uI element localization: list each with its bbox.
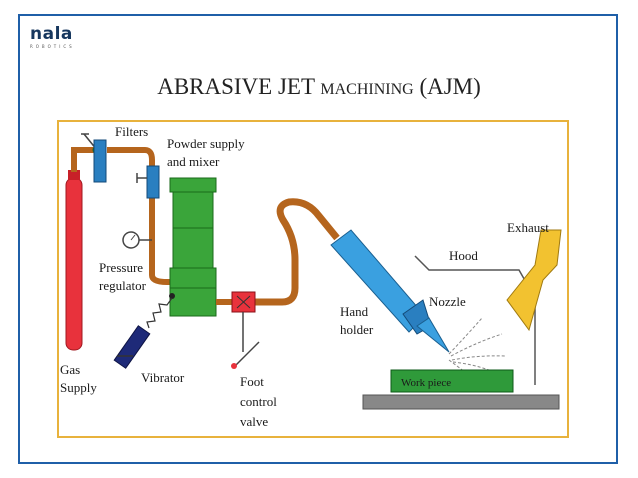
label-exhaust: Exhaust (507, 220, 549, 235)
filter-1 (93, 139, 107, 183)
label-gas-2: Supply (60, 380, 97, 395)
label-powder-supply-2: and mixer (167, 154, 220, 169)
label-workpiece: Work piece (401, 377, 451, 389)
label-foot-1: Foot (240, 374, 264, 389)
label-foot-3: valve (240, 414, 268, 429)
exhaust-duct (506, 229, 562, 332)
hose-valve-nozzle (255, 198, 340, 306)
hose-filter-mixer (107, 147, 175, 285)
label-hood: Hood (449, 248, 478, 263)
gas-cylinder (65, 156, 83, 351)
ajm-diagram: Filters Powder supply and mixer Pressure… (57, 120, 569, 438)
logo: nala ROBOTICS (30, 24, 75, 50)
label-pressure-2: regulator (99, 278, 147, 293)
logo-text: nala (30, 24, 73, 44)
filter-2 (146, 165, 160, 199)
pressure-gauge (122, 231, 152, 249)
label-gas-1: Gas (60, 362, 80, 377)
work-table (362, 394, 560, 410)
title-part-3: (AJM) (413, 74, 481, 99)
title-part-1: ABRASIVE JET (157, 74, 321, 99)
title-part-2: MACHINING (320, 81, 414, 98)
label-nozzle: Nozzle (429, 294, 466, 309)
label-powder-supply-1: Powder supply (167, 136, 245, 151)
workpiece (390, 369, 514, 393)
foot-control-valve (231, 291, 260, 369)
label-foot-2: control (240, 394, 277, 409)
vibrator (113, 293, 175, 369)
label-vibrator: Vibrator (141, 370, 185, 385)
slide-frame (18, 14, 618, 464)
label-pressure-1: Pressure (99, 260, 143, 275)
slide-title: ABRASIVE JET MACHINING (AJM) (0, 74, 638, 100)
nozzle-tip (416, 317, 450, 353)
logo-subtitle: ROBOTICS (30, 44, 75, 49)
label-hand-2: holder (340, 322, 374, 337)
powder-mixer (169, 177, 217, 317)
label-hand-1: Hand (340, 304, 369, 319)
label-filters: Filters (115, 124, 148, 139)
